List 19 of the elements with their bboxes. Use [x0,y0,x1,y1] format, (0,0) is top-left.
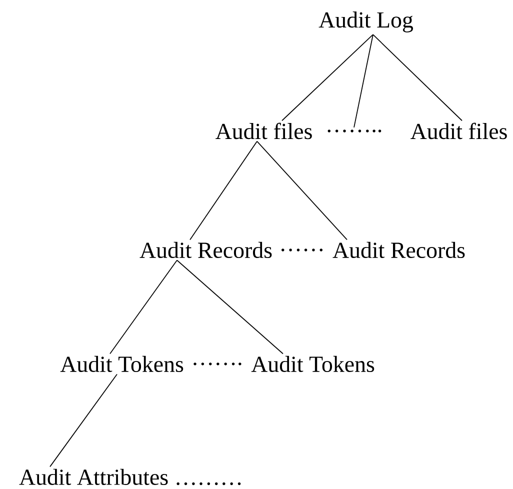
connector-line [256,140,348,240]
connector-line [176,260,284,354]
tree-label: Audit files [216,122,312,140]
connector-line [190,140,258,240]
connector-line [372,34,462,122]
connector-line [110,260,178,354]
tree-label: Audit Log [318,12,413,32]
connector-line [50,374,118,468]
ellipsis-dots: …… [282,248,322,252]
tree-label: Audit Attributes ……… [19,468,241,486]
connector-line [282,34,374,122]
tree-label: …….. [328,130,382,132]
tree-label: Audit Tokens [60,356,184,372]
connector-line [354,34,374,128]
tree-label: Audit Tokens [251,356,374,372]
ellipsis-dots: ……. [194,362,242,366]
tree-label: Audit Records [140,242,272,258]
tree-label: Audit files [410,122,507,140]
tree-label: Audit Records [332,242,465,258]
